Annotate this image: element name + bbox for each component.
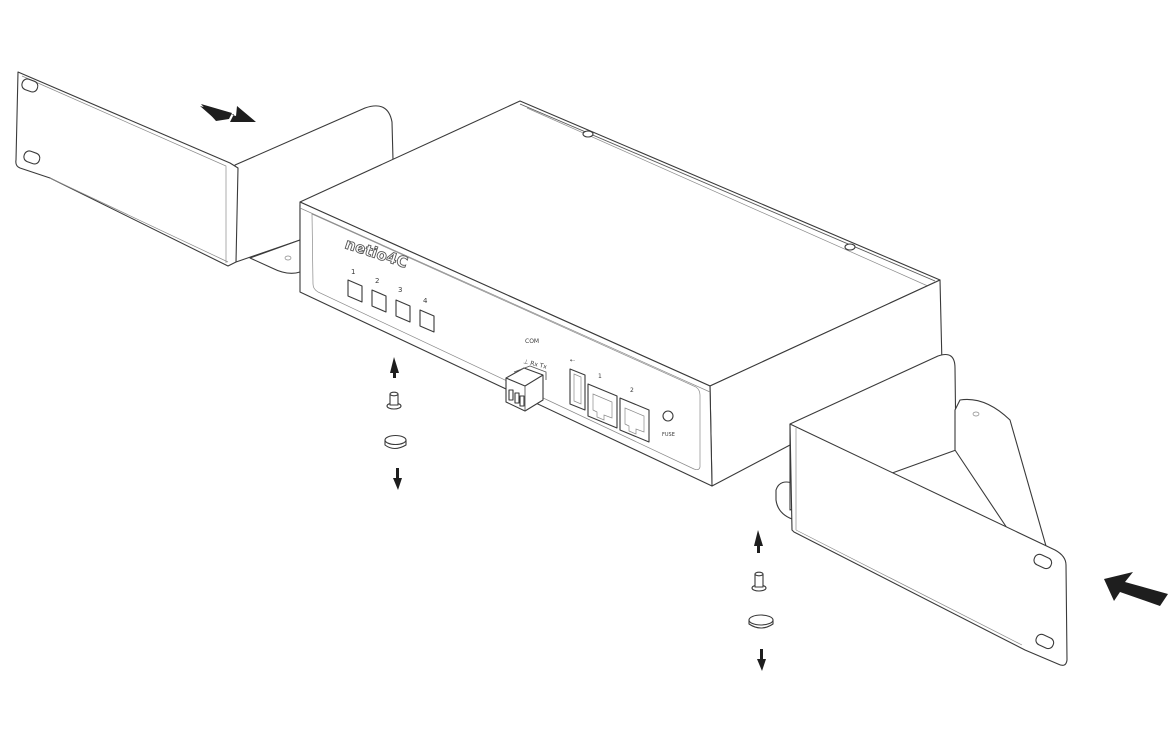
- right-rack-bracket: [775, 353, 1068, 666]
- left-pin-up-arrow-icon: [390, 357, 399, 378]
- left-bracket-arrow-icon: [200, 104, 256, 122]
- top-screw-icon: [844, 243, 856, 251]
- right-bracket-arrow-icon: [1104, 572, 1168, 606]
- com-terminal-block: [505, 365, 547, 412]
- svg-text:⇠: ⇠: [570, 357, 575, 364]
- left-pin-icon: [386, 391, 402, 410]
- svg-text:3: 3: [398, 286, 402, 294]
- right-foot-down-arrow-icon: [757, 649, 766, 671]
- top-screw-icon: [582, 130, 594, 138]
- svg-text:2: 2: [630, 387, 634, 394]
- right-pin-icon: [751, 571, 767, 592]
- right-foot-set: [748, 530, 774, 671]
- left-rubber-foot-icon: [384, 434, 407, 450]
- svg-text:1: 1: [598, 373, 602, 380]
- svg-text:2: 2: [375, 277, 379, 285]
- outlet-button-1: [347, 279, 363, 303]
- netio-device: netio4C 1 2 3 4 COM ⊥ Rx Tx ⇠ 1 2: [299, 100, 943, 487]
- svg-text:4: 4: [423, 297, 428, 305]
- outlet-button-4: [419, 309, 435, 333]
- fuse-icon: [662, 410, 674, 422]
- outlet-button-3: [395, 299, 411, 323]
- svg-text:COM: COM: [525, 338, 539, 345]
- left-foot-set: [384, 357, 407, 490]
- outlet-button-2: [371, 289, 387, 313]
- svg-text:FUSE: FUSE: [662, 432, 675, 438]
- right-rubber-foot-icon: [748, 614, 774, 629]
- left-foot-down-arrow-icon: [393, 468, 402, 490]
- left-rack-bracket: [15, 71, 394, 274]
- right-pin-up-arrow-icon: [754, 530, 763, 553]
- svg-text:1: 1: [351, 268, 355, 276]
